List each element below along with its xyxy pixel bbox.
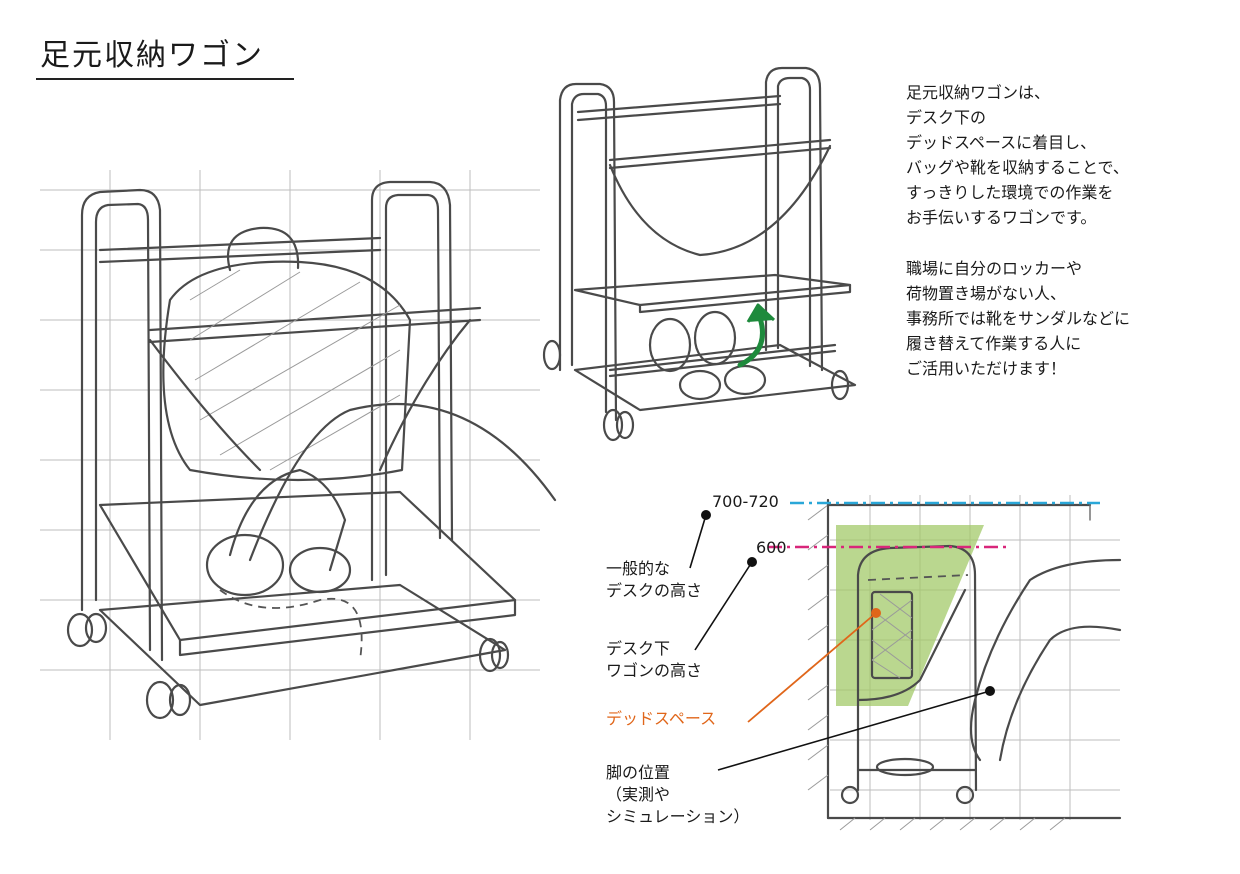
label-leg-position: 脚の位置 （実測や シミュレーション）: [606, 763, 750, 826]
label-wagon-height: デスク下 ワゴンの高さ: [606, 639, 703, 680]
label-wagon-height-value: 600: [756, 538, 787, 557]
label-dead-space: デッドスペース: [606, 709, 717, 728]
label-desk-height: 一般的な デスクの高さ: [606, 559, 703, 600]
description-paragraph-2: 職場に自分のロッカーや 荷物置き場がない人、 事務所では靴をサンダルなどに 履き…: [906, 259, 1131, 378]
label-desk-height-value: 700-720: [712, 492, 779, 511]
description: 足元収納ワゴンは、 デスク下の デッドスペースに着目し、 バッグや靴を収納するこ…: [906, 80, 1130, 381]
small-wagon-sketch: [542, 66, 857, 442]
title-underline: [36, 78, 294, 80]
page-title: 足元収納ワゴン: [40, 38, 264, 73]
side-view-diagram: [689, 495, 1122, 831]
description-paragraph-1: 足元収納ワゴンは、 デスク下の デッドスペースに着目し、 バッグや靴を収納するこ…: [906, 83, 1129, 227]
large-wagon-sketch: [40, 170, 557, 740]
lift-arrow: [737, 315, 765, 368]
arrow-head-icon: [746, 303, 776, 323]
